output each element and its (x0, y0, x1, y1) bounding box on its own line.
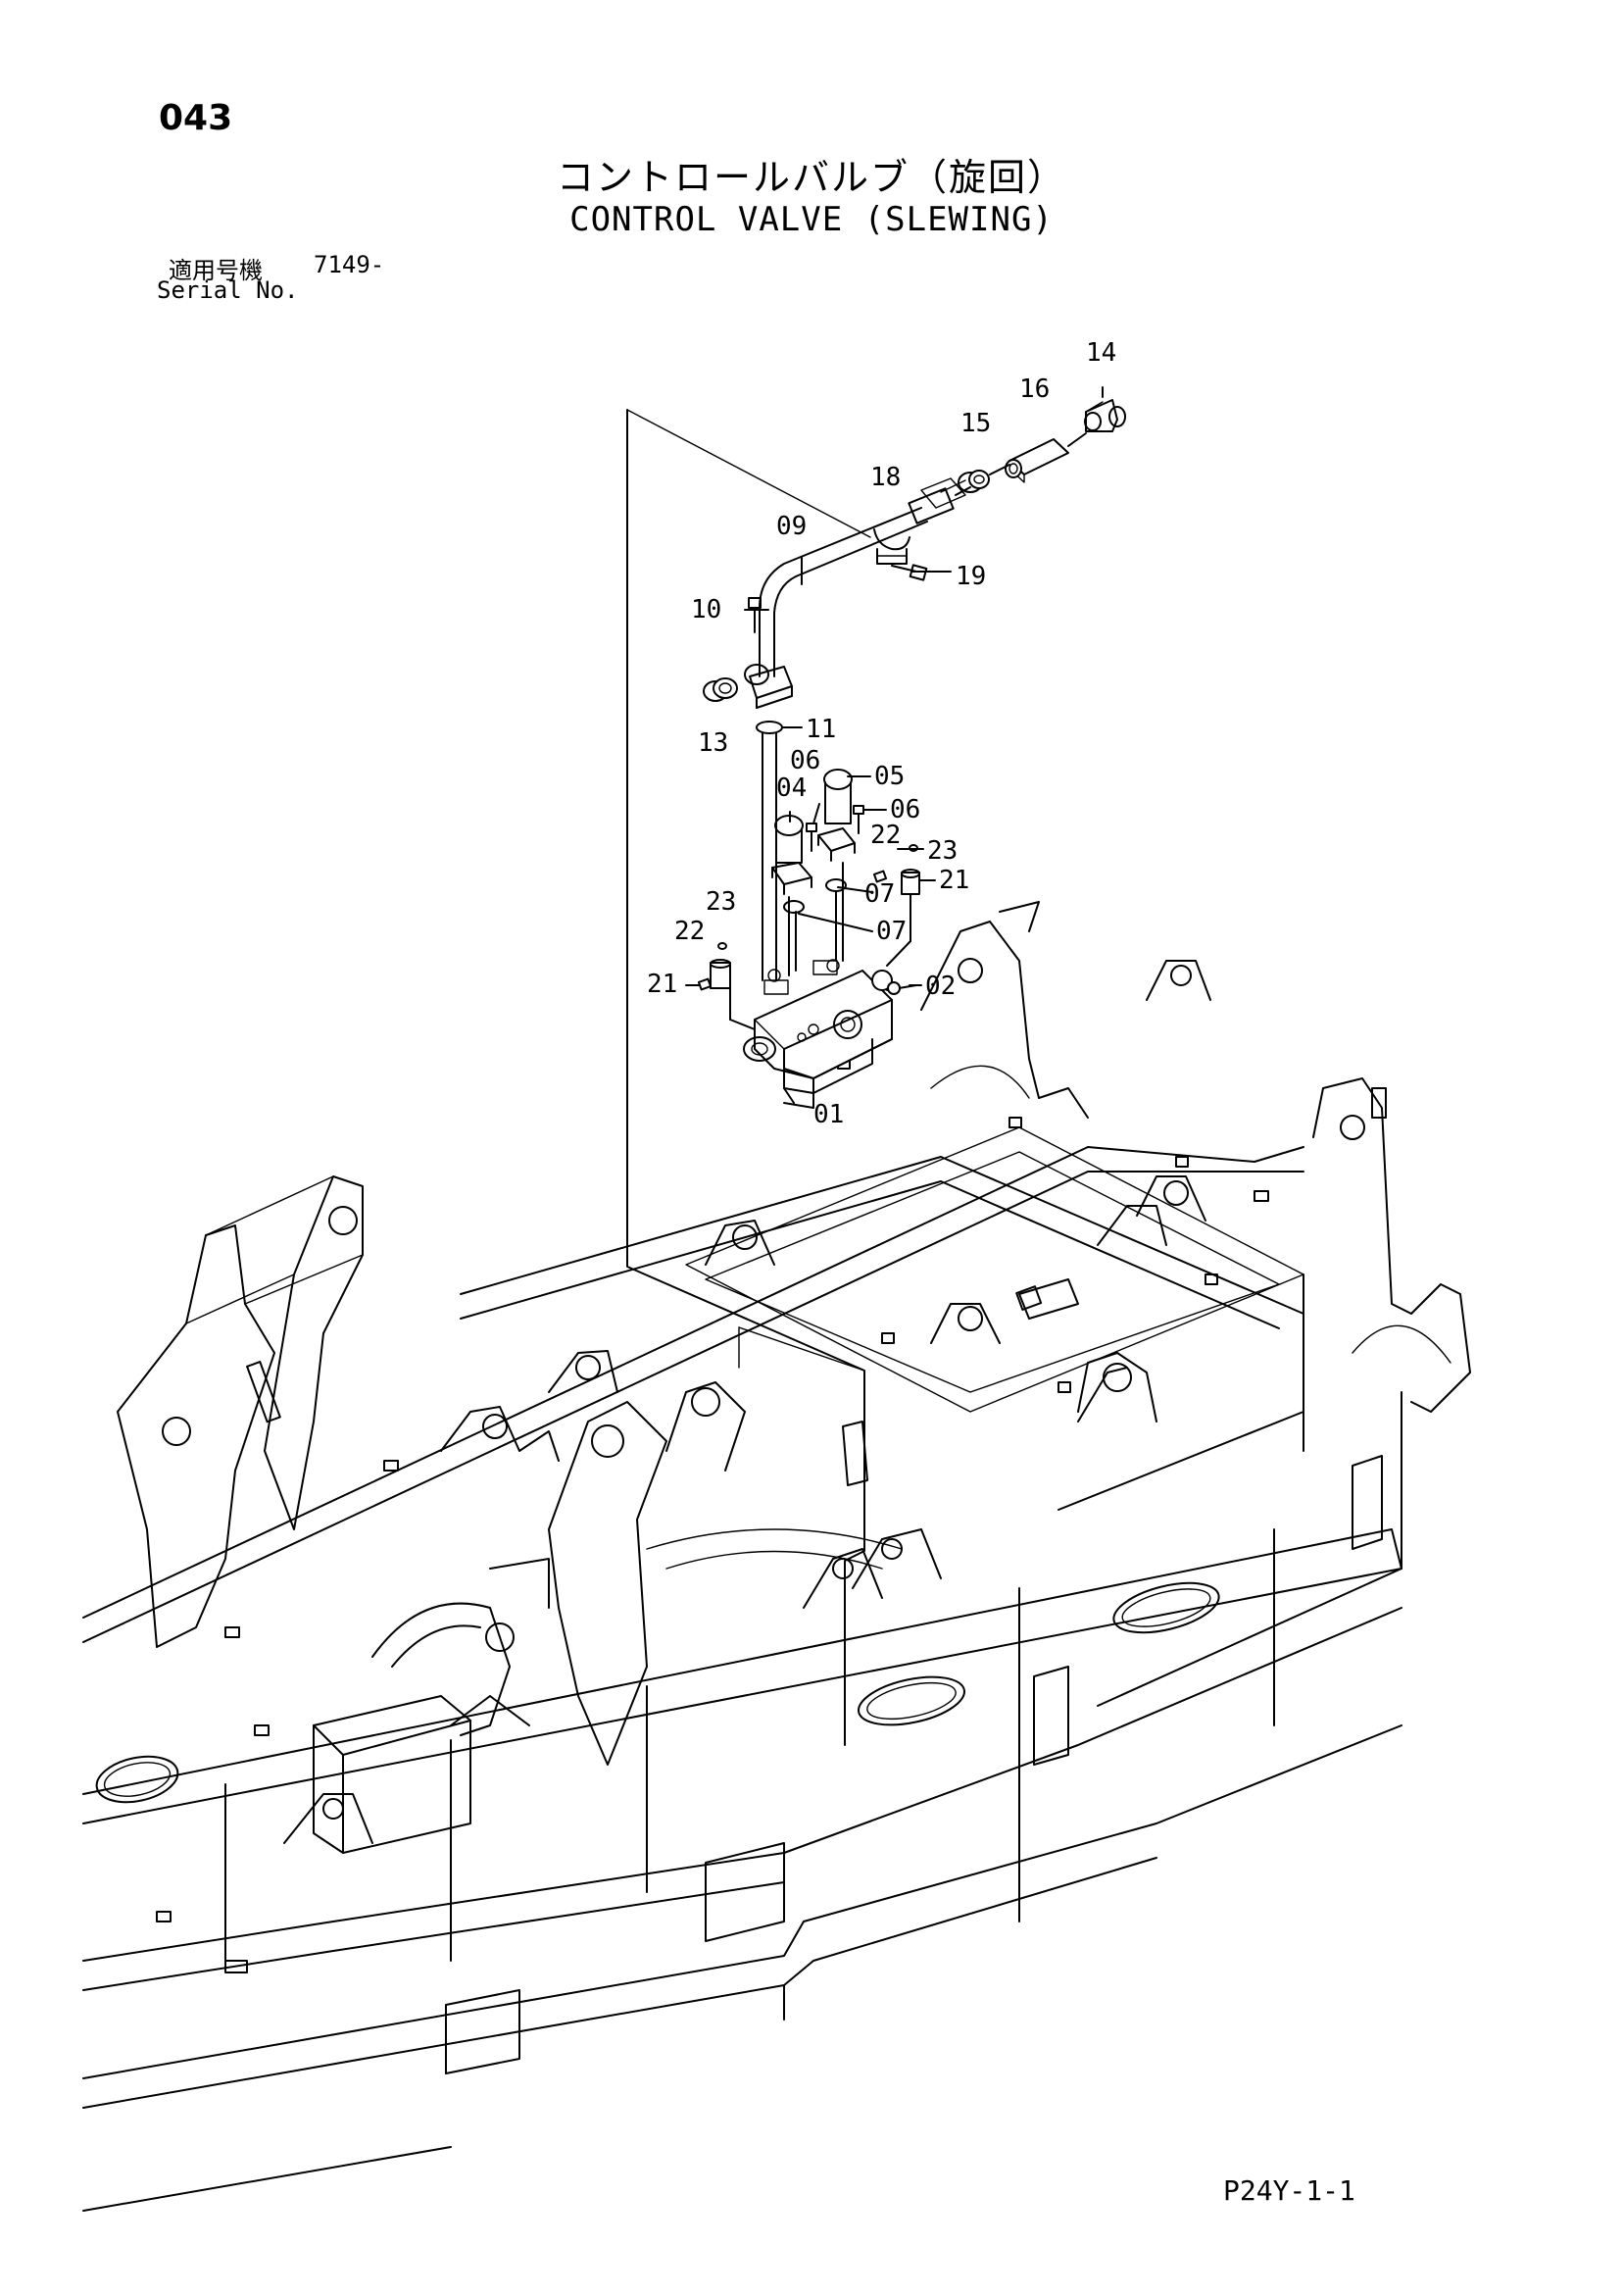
callout-06-right: 06 (890, 795, 920, 824)
o-ring-part-11 (756, 721, 783, 734)
serial-number-value: 7149- (314, 251, 385, 278)
callout-09: 09 (776, 512, 807, 541)
callout-15: 15 (960, 409, 991, 438)
control-valve-assembly (697, 386, 1126, 1109)
clamp-part-18 (873, 528, 910, 565)
callout-23-right: 23 (927, 836, 958, 866)
callout-22-right: 22 (870, 821, 901, 850)
connector-part-16 (1005, 438, 1069, 483)
serial-label-japanese: 適用号機 (169, 257, 263, 284)
plug-part-21-right (901, 869, 920, 901)
callout-06-upper: 06 (790, 746, 820, 775)
callout-01: 01 (813, 1100, 844, 1129)
callout-21-left: 21 (647, 970, 677, 999)
elbow-part-14 (1084, 386, 1126, 432)
plug-part-13 (703, 677, 738, 702)
fitting-part-05 (817, 769, 856, 862)
callout-19: 19 (956, 562, 986, 591)
pipe-flange (744, 664, 793, 709)
assembly-guide-lines (729, 432, 1087, 1030)
plug-part-21-left (710, 959, 731, 989)
callout-07-upper: 07 (864, 879, 895, 909)
swing-frame (82, 999, 1402, 2212)
callout-10: 10 (691, 595, 721, 624)
callout-13: 13 (698, 728, 728, 758)
o-ring-part-07-a (783, 900, 805, 914)
callout-21-right: 21 (939, 866, 969, 895)
mount-brackets (117, 901, 1471, 1844)
callout-14: 14 (1086, 338, 1116, 368)
bolt-part-02 (886, 981, 917, 995)
bolt-part-10 (748, 597, 762, 633)
callout-leaders (685, 556, 952, 986)
callout-02: 02 (925, 972, 956, 1001)
callout-07-lower: 07 (876, 917, 907, 946)
callout-04: 04 (776, 774, 807, 803)
drawing-code: P24Y-1-1 (1223, 2174, 1355, 2207)
callout-labels: 14 16 15 18 09 19 10 13 11 06 04 05 06 2… (647, 338, 1116, 1129)
adapter-part-15 (958, 470, 990, 493)
page-title-english: CONTROL VALVE (SLEWING) (569, 200, 1054, 239)
pipe-part-09 (759, 477, 966, 677)
valve-body-part-01 (743, 959, 893, 1109)
callout-11: 11 (806, 715, 836, 744)
callout-18: 18 (870, 463, 901, 492)
page-number: 043 (159, 98, 233, 138)
page-title-japanese: コントロールバルブ（旋回） (556, 156, 1066, 199)
callout-22-left: 22 (674, 917, 705, 946)
callout-05: 05 (874, 762, 905, 791)
callout-23-left: 23 (706, 887, 736, 917)
callout-16: 16 (1019, 374, 1050, 404)
serial-label-english: Serial No. (157, 276, 299, 304)
